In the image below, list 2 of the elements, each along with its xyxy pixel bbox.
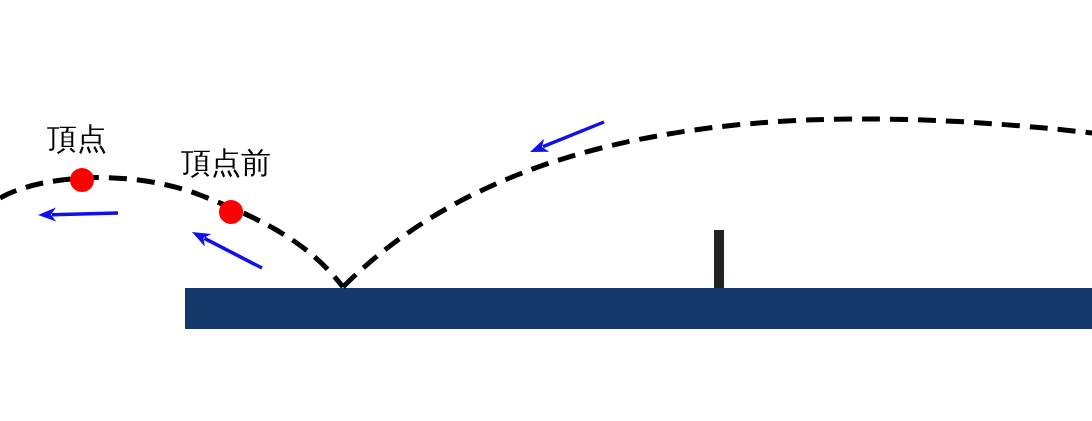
point-label: 頂点前 — [181, 146, 271, 180]
point-label: 頂点 — [47, 122, 107, 156]
